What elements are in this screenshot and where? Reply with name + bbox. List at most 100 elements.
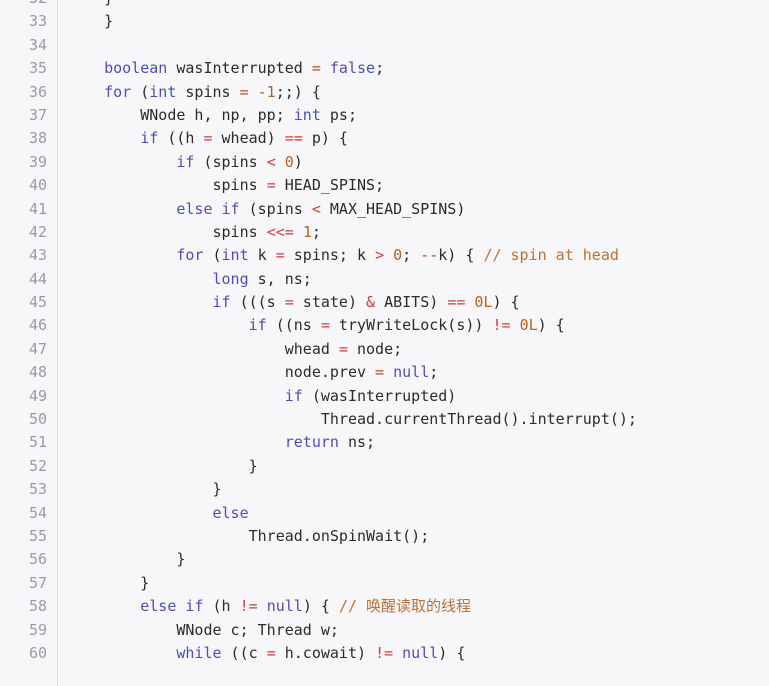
code-line[interactable]: 48 node.prev = null; [0,361,769,384]
code-text[interactable]: spins <<= 1; [68,221,321,244]
code-token: ( [203,246,222,265]
code-token: ; [429,363,439,382]
code-line[interactable]: 36 for (int spins = -1;;) { [0,81,769,104]
code-text[interactable]: } [68,572,149,595]
keyword-token: if [176,152,195,171]
code-line[interactable]: 41 else if (spins < MAX_HEAD_SPINS) [0,198,769,221]
code-text[interactable]: spins = HEAD_SPINS; [68,174,384,197]
code-token: } [68,550,186,569]
code-line[interactable]: 44 long s, ns; [0,268,769,291]
code-line[interactable]: 52 } [0,455,769,478]
code-text[interactable]: for (int spins = -1;;) { [68,81,321,104]
code-text[interactable]: WNode h, np, pp; int ps; [68,104,357,127]
code-text[interactable]: for (int k = spins; k > 0; --k) { // spi… [68,244,619,267]
code-line[interactable]: 45 if (((s = state) & ABITS) == 0L) { [0,291,769,314]
code-text[interactable]: return ns; [68,431,375,454]
code-token: ) { [537,316,565,335]
code-line[interactable]: 57 } [0,572,769,595]
line-number-gutter [0,0,58,686]
code-token: ; [311,222,321,241]
code-text[interactable]: boolean wasInterrupted = false; [68,57,384,80]
code-text[interactable]: whead = node; [68,338,402,361]
code-text[interactable]: if (spins < 0) [68,151,302,174]
code-text[interactable]: else [68,502,249,525]
code-token [68,153,176,171]
code-token: ns; [338,433,376,452]
code-line[interactable]: 33 } [0,10,769,33]
code-text[interactable]: if (wasInterrupted) [68,385,457,408]
code-line[interactable]: 54 else [0,502,769,525]
code-token: state) [293,293,367,312]
code-line[interactable]: 58 else if (h != null) { // 唤醒读取的线程 [0,595,769,618]
code-line[interactable]: 43 for (int k = spins; k > 0; --k) { // … [0,244,769,267]
code-line[interactable]: 40 spins = HEAD_SPINS; [0,174,769,197]
code-text[interactable]: if ((h = whead) == p) { [68,127,348,150]
code-line[interactable]: 34 [0,34,769,57]
code-text[interactable]: } [68,10,113,33]
keyword-token: int [221,246,249,265]
code-text[interactable]: } [68,455,258,478]
code-token: } [68,573,150,592]
code-text[interactable]: } [68,548,185,571]
code-text[interactable]: if (((s = state) & ABITS) == 0L) { [68,291,520,314]
number-token: 0 [393,246,403,265]
code-text[interactable]: else if (h != null) { // 唤醒读取的线程 [68,595,471,618]
line-number: 47 [28,339,47,358]
code-text[interactable]: WNode c; Thread w; [68,619,339,642]
line-number: 49 [28,386,47,405]
code-token [393,644,402,662]
code-line[interactable]: 42 spins <<= 1; [0,221,769,244]
code-text[interactable]: Thread.onSpinWait(); [68,525,430,548]
code-line[interactable]: 51 return ns; [0,431,769,454]
operator-token: = [284,293,294,312]
code-line[interactable]: 38 if ((h = whead) == p) { [0,127,769,150]
code-line[interactable]: 53 } [0,478,769,501]
code-token: Thread.currentThread().interrupt(); [68,410,637,429]
code-line[interactable]: 46 if ((ns = tryWriteLock(s)) != 0L) { [0,314,769,337]
line-number: 50 [28,410,47,429]
line-number: 53 [28,480,47,499]
code-line[interactable]: 55 Thread.onSpinWait(); [0,525,769,548]
code-line[interactable]: 56 } [0,548,769,571]
code-text[interactable]: } [68,478,222,501]
code-text[interactable]: } [68,0,113,10]
code-token [68,59,104,77]
code-text[interactable]: Thread.currentThread().interrupt(); [68,408,637,431]
code-line[interactable]: 37 WNode h, np, pp; int ps; [0,104,769,127]
code-token: } [68,480,222,499]
code-text[interactable]: node.prev = null; [68,361,439,384]
code-text[interactable]: if ((ns = tryWriteLock(s)) != 0L) { [68,314,565,337]
code-token: } [68,12,114,31]
code-token [68,316,249,334]
line-number: 36 [28,82,47,101]
code-token: s, ns; [248,269,312,288]
operator-token: < [266,152,276,171]
operator-token: == [447,293,466,312]
operator-token: != [492,316,511,335]
code-line[interactable]: 59 WNode c; Thread w; [0,619,769,642]
code-token: HEAD_SPINS; [275,176,385,195]
operator-token: = [311,59,321,78]
keyword-token: else [176,199,213,218]
operator-token: = [266,176,276,195]
code-line[interactable]: 39 if (spins < 0) [0,151,769,174]
line-number: 58 [28,597,47,616]
keyword-token: null [402,643,439,662]
code-line[interactable]: 60 while ((c = h.cowait) != null) { [0,642,769,665]
code-text[interactable]: long s, ns; [68,268,312,291]
code-line[interactable]: 32 } [0,0,769,10]
code-line[interactable]: 49 if (wasInterrupted) [0,385,769,408]
code-line[interactable]: 50 Thread.currentThread().interrupt(); [0,408,769,431]
operator-token: = [375,363,385,382]
code-line[interactable]: 35 boolean wasInterrupted = false; [0,57,769,80]
code-text[interactable]: else if (spins < MAX_HEAD_SPINS) [68,198,465,221]
code-line[interactable]: 47 whead = node; [0,338,769,361]
line-number: 59 [28,620,47,639]
code-token: tryWriteLock(s)) [329,316,493,335]
line-number: 52 [28,456,47,475]
code-token: Thread.onSpinWait(); [68,526,430,545]
code-text[interactable]: while ((c = h.cowait) != null) { [68,642,465,665]
code-token: ((ns [266,316,321,335]
